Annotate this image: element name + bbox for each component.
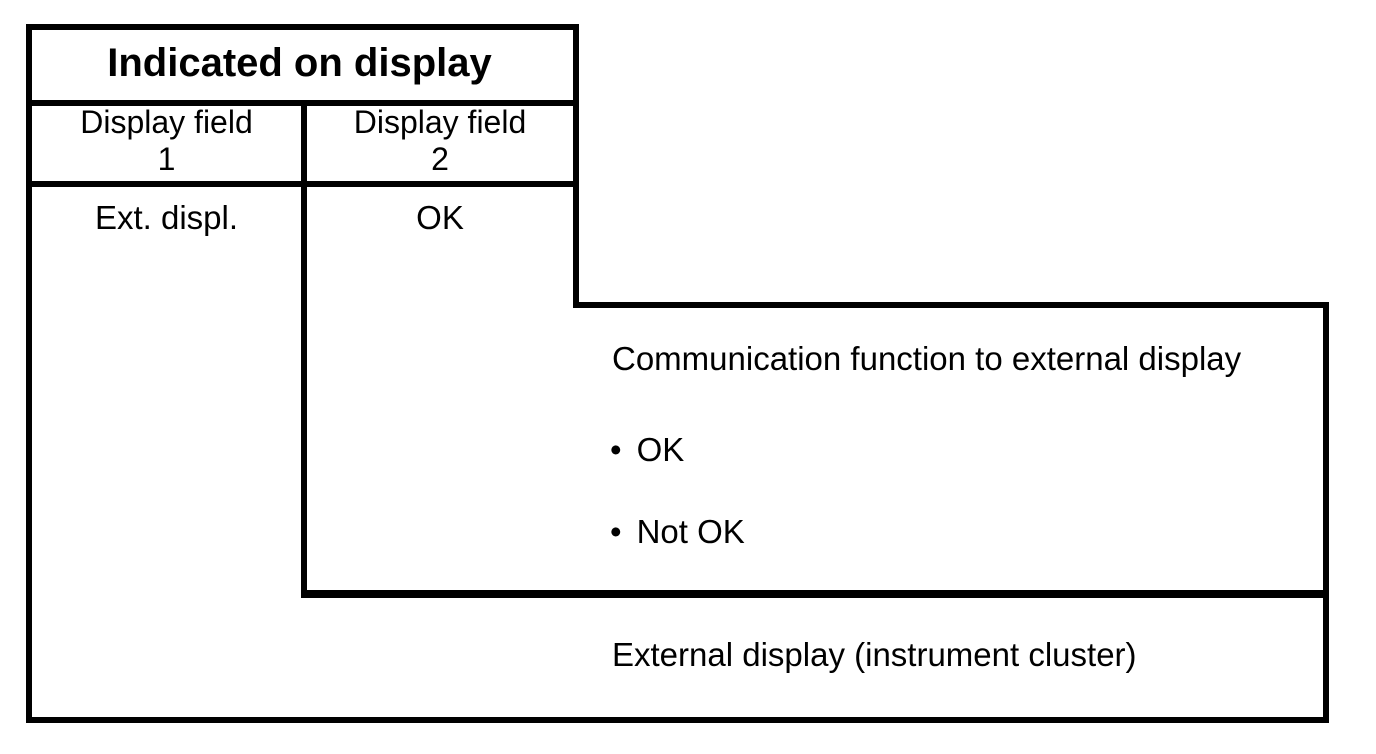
column-header-1-line1: Display field [80,104,253,140]
outline-top-border [26,24,579,30]
outline-bottom-border [26,717,1329,723]
column-header-2: Display field 2 [307,104,573,178]
column-header-1-line2: 1 [157,141,176,177]
outline-right-border [1323,302,1329,723]
callout-bullet-label: OK [636,431,685,468]
table-title: Indicated on display [107,41,492,85]
bullet-icon: • [610,513,622,550]
bullet-icon: • [610,431,622,468]
callout-top-border [573,302,1329,308]
table-cell-display-field-1: Ext. displ. [94,199,239,236]
callout-bullet-item: • OK [610,430,684,470]
callout-bullet-item: • Not OK [610,512,745,552]
column-header-2-line2: 2 [431,141,449,177]
table-cell-display-field-2: OK [416,199,464,236]
table-right-border [573,24,579,308]
footer-label: External display (instrument cluster) [612,636,1137,673]
callout-bullet-label: Not OK [636,513,745,550]
callout-bottom-border [301,590,1329,598]
callout-title: Communication function to external displ… [612,340,1242,377]
table-column-divider [301,100,307,598]
column-header-1: Display field 1 [32,104,301,178]
column-header-2-line1: Display field [353,104,527,140]
outline-left-border [26,24,32,723]
